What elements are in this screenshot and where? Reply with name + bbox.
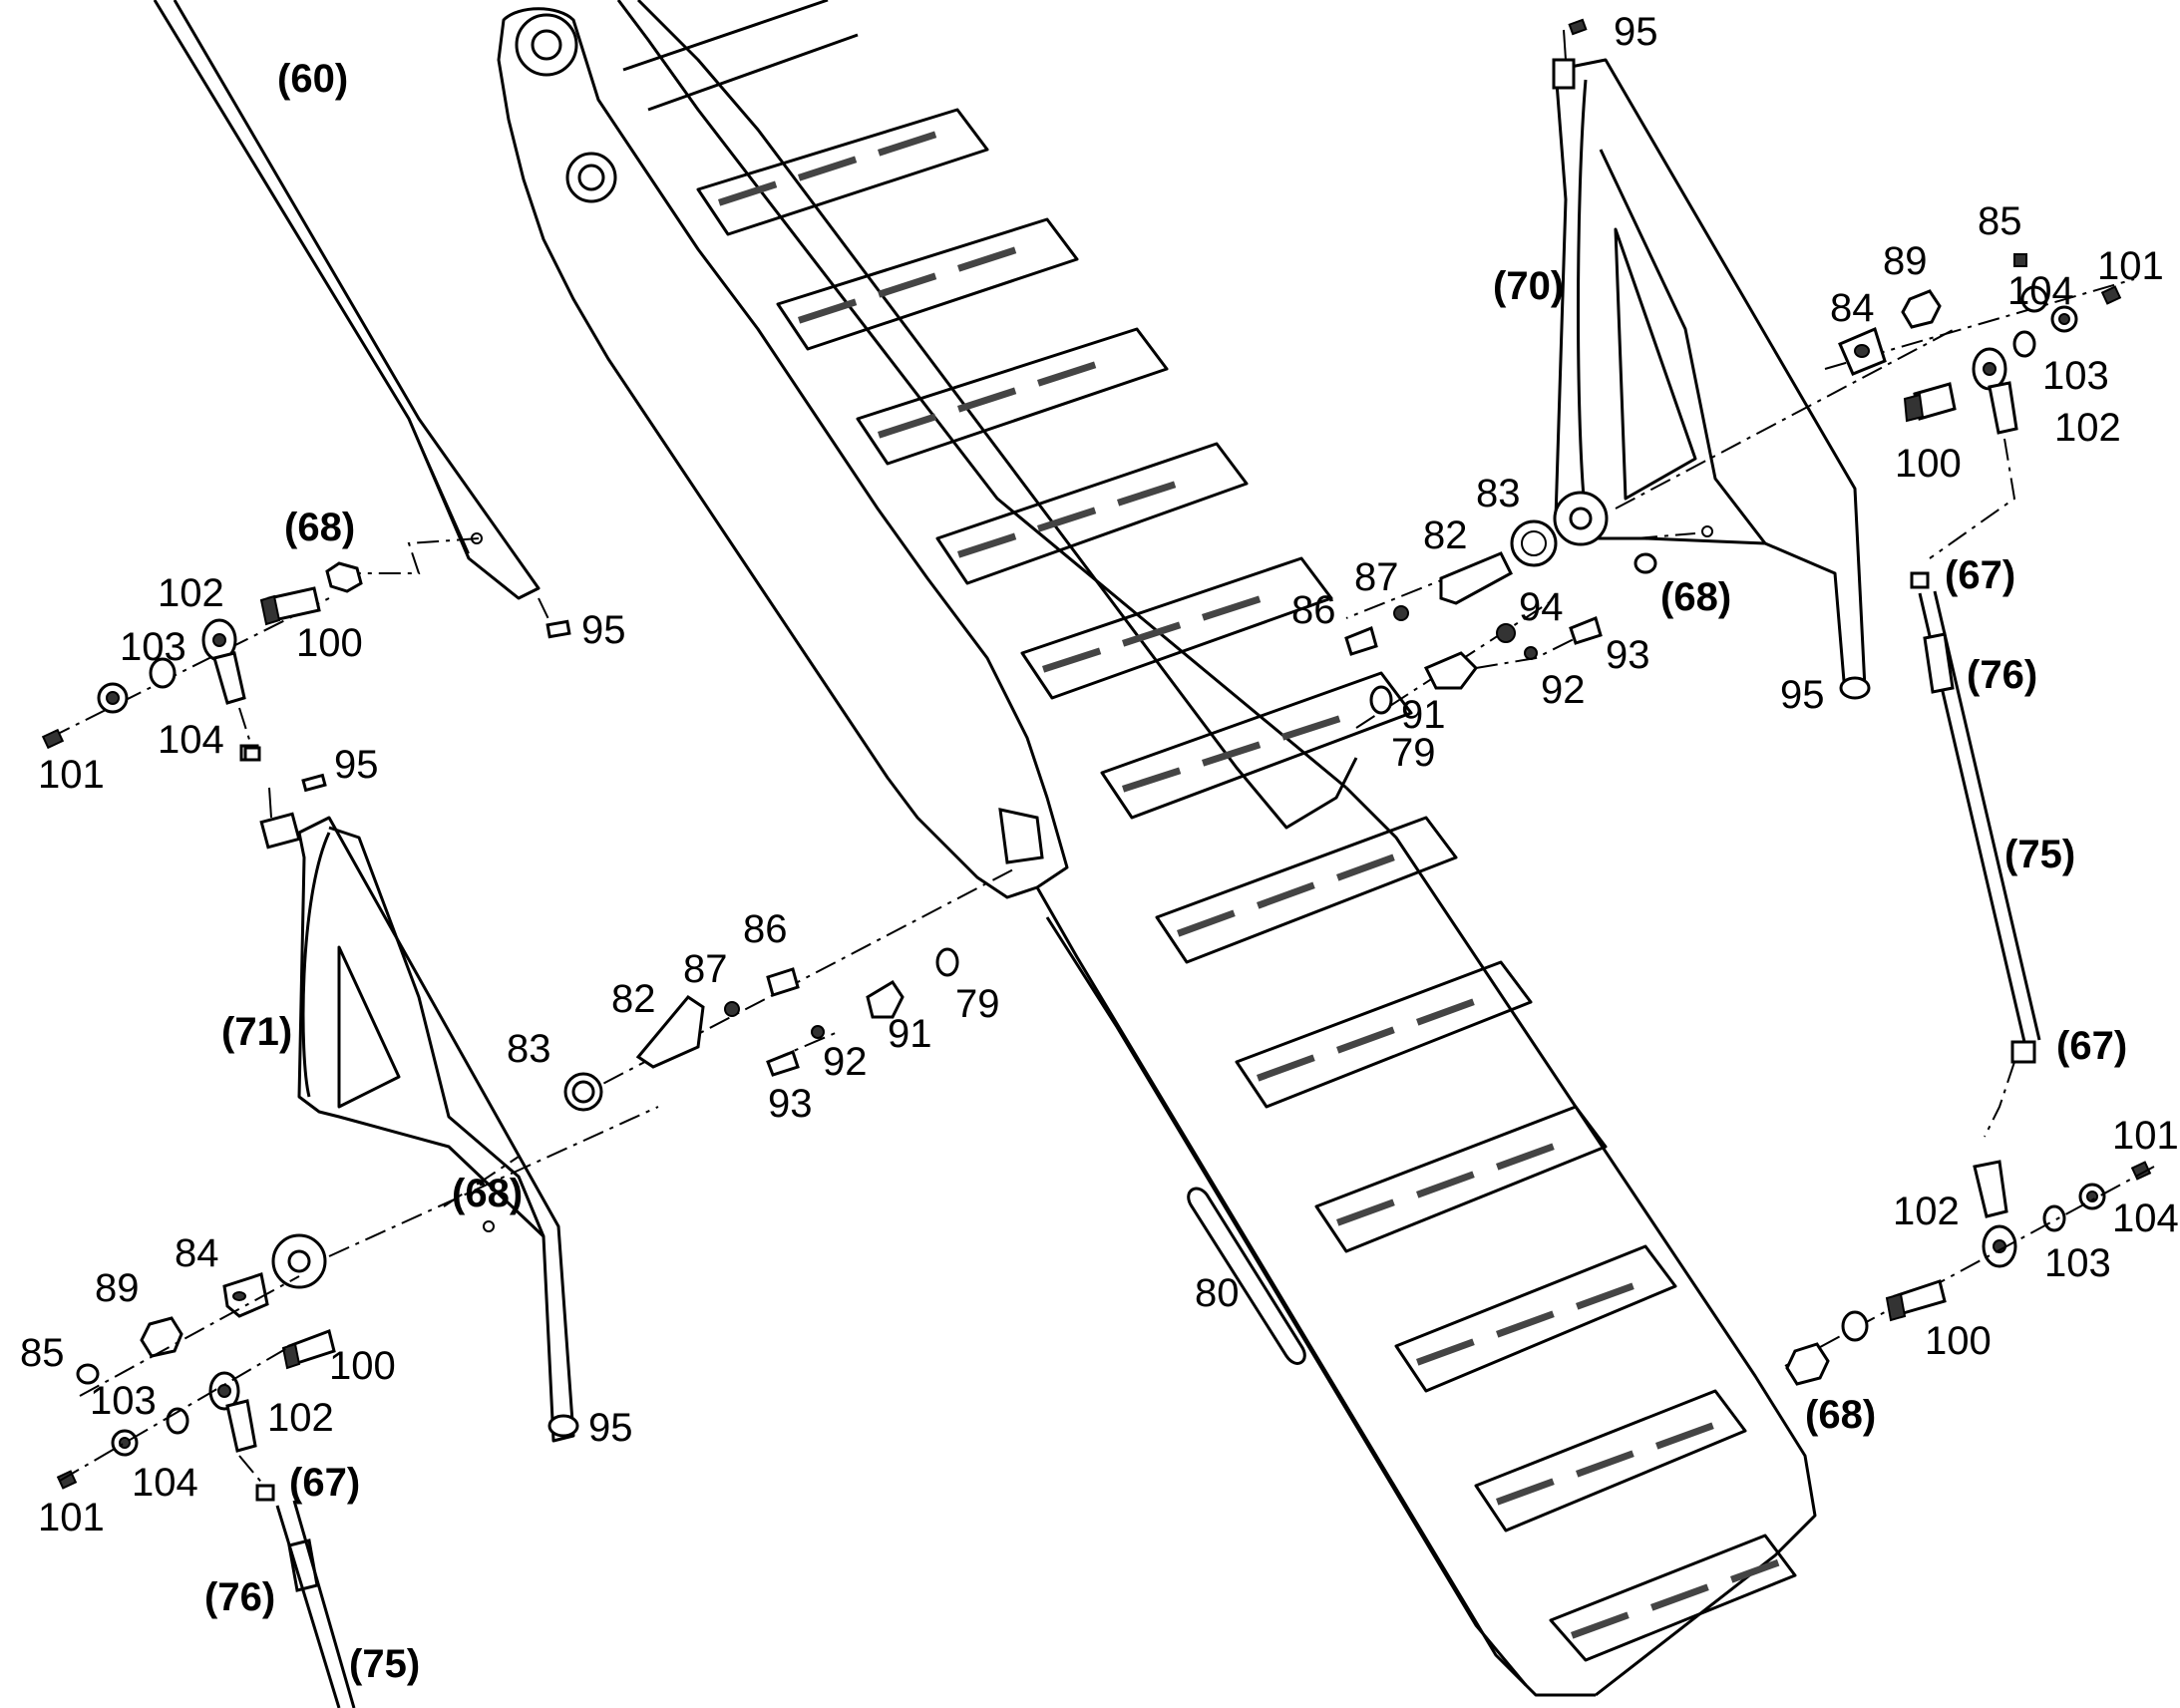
right-pin-hardware: [1344, 519, 1603, 729]
callout-70: (70): [1493, 264, 1564, 308]
callout-101: 101: [38, 1496, 105, 1539]
callout-100: 100: [329, 1344, 396, 1388]
callout-102: 102: [158, 571, 224, 615]
callout-67: (67): [289, 1461, 360, 1505]
callout-95: 95: [1614, 10, 1658, 54]
callout-100: 100: [1925, 1319, 1992, 1363]
callout-82: 82: [611, 977, 656, 1021]
callout-102: 102: [267, 1396, 334, 1440]
callout-68: (68): [1660, 575, 1731, 619]
callout-102: 102: [2054, 406, 2121, 450]
callout-76: (76): [204, 1575, 275, 1619]
callout-68: (68): [284, 506, 355, 549]
callout-76: (76): [1967, 653, 2037, 697]
callout-92: 92: [823, 1040, 868, 1084]
left-lower-hardware: [56, 1220, 495, 1708]
right-rod-assembly: [1918, 590, 2041, 1064]
handrail-60: [153, 0, 571, 639]
callout-104: 104: [132, 1461, 198, 1505]
callout-103: 103: [2042, 354, 2109, 398]
callout-92: 92: [1541, 668, 1586, 712]
side-frame-71: [243, 746, 659, 1443]
callout-102: 102: [1893, 1190, 1960, 1233]
side-frame-70: [1345, 18, 1956, 700]
callout-93: 93: [1606, 633, 1650, 677]
callout-86: 86: [743, 907, 788, 951]
callout-100: 100: [296, 621, 363, 665]
callout-100: 100: [1895, 442, 1962, 486]
callout-84: 84: [1830, 286, 1875, 330]
callout-101: 101: [2112, 1114, 2179, 1158]
callout-103: 103: [120, 625, 186, 669]
callout-103: 103: [2044, 1241, 2111, 1285]
callout-104: 104: [2007, 269, 2074, 313]
center-pin-hardware: [563, 866, 1018, 1112]
callout-95: 95: [588, 1406, 633, 1450]
right-lower-hardware: [1784, 1061, 2155, 1386]
callout-87: 87: [1354, 555, 1399, 599]
callout-85: 85: [20, 1331, 65, 1375]
staircase-assembly: [497, 0, 1817, 1697]
callout-104: 104: [158, 718, 224, 762]
callout-67: (67): [1945, 553, 2015, 597]
callout-83: 83: [1476, 472, 1521, 515]
callout-91: 91: [1401, 693, 1446, 737]
callout-86: 86: [1291, 588, 1336, 632]
callout-71: (71): [221, 1010, 292, 1054]
callout-89: 89: [95, 1266, 140, 1310]
callout-104: 104: [2112, 1196, 2179, 1240]
callout-75: (75): [2004, 833, 2075, 876]
callout-83: 83: [507, 1027, 551, 1071]
callout-75: (75): [349, 1642, 420, 1686]
callout-95: 95: [581, 608, 626, 652]
callout-82: 82: [1423, 513, 1468, 557]
callout-68: (68): [1805, 1393, 1876, 1437]
right-upper-hardware: [1634, 253, 2135, 589]
callout-87: 87: [683, 947, 728, 991]
callout-91: 91: [888, 1012, 932, 1056]
callout-60: (60): [277, 57, 348, 101]
callout-68: (68): [452, 1172, 523, 1215]
callout-95: 95: [334, 743, 379, 787]
callout-93: 93: [768, 1082, 813, 1126]
callout-101: 101: [2097, 244, 2164, 288]
callout-85: 85: [1978, 199, 2022, 243]
callout-95: 95: [1780, 673, 1825, 717]
callout-89: 89: [1883, 239, 1928, 283]
callout-103: 103: [90, 1379, 157, 1423]
callout-79: 79: [1391, 731, 1436, 775]
callout-79: 79: [955, 982, 1000, 1026]
callout-101: 101: [38, 753, 105, 797]
stair-treads: [622, 0, 1797, 1662]
callout-94: 94: [1519, 585, 1564, 629]
callout-67: (67): [2056, 1024, 2127, 1068]
callout-80: 80: [1195, 1271, 1240, 1315]
callout-84: 84: [175, 1231, 219, 1275]
part-callouts: (60) (68) 102 100 103 104 101 95 95 (71)…: [20, 10, 2179, 1686]
